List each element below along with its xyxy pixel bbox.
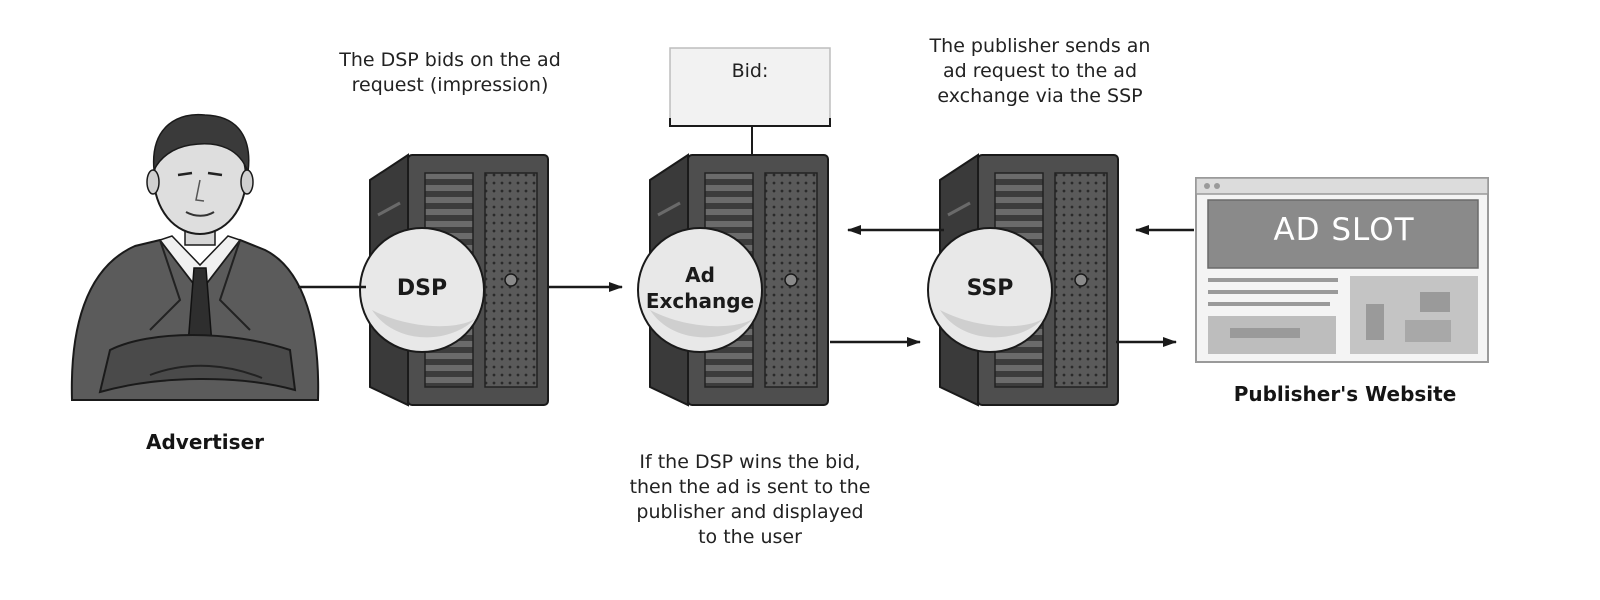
bid-label: Bid: <box>731 60 769 82</box>
advertiser-label: Advertiser <box>145 430 264 454</box>
advertiser-figure <box>70 113 320 401</box>
ssp-badge-label: SSP <box>966 276 1014 301</box>
exchange-caption: If the DSP wins the bid, then the ad is … <box>629 451 871 548</box>
publisher-label: Publisher's Website <box>1233 382 1457 406</box>
exchange-badge-label: Ad Exchange <box>645 263 755 313</box>
publisher-website <box>1195 177 1489 363</box>
ad-slot-label: AD SLOT <box>1273 212 1415 248</box>
ad-slot <box>1207 199 1479 269</box>
bid-box <box>669 47 831 127</box>
ssp-caption: The publisher sends an ad request to the… <box>929 35 1151 107</box>
dsp-caption: The DSP bids on the ad request (impressi… <box>339 49 561 96</box>
dsp-badge-label: DSP <box>396 276 448 301</box>
